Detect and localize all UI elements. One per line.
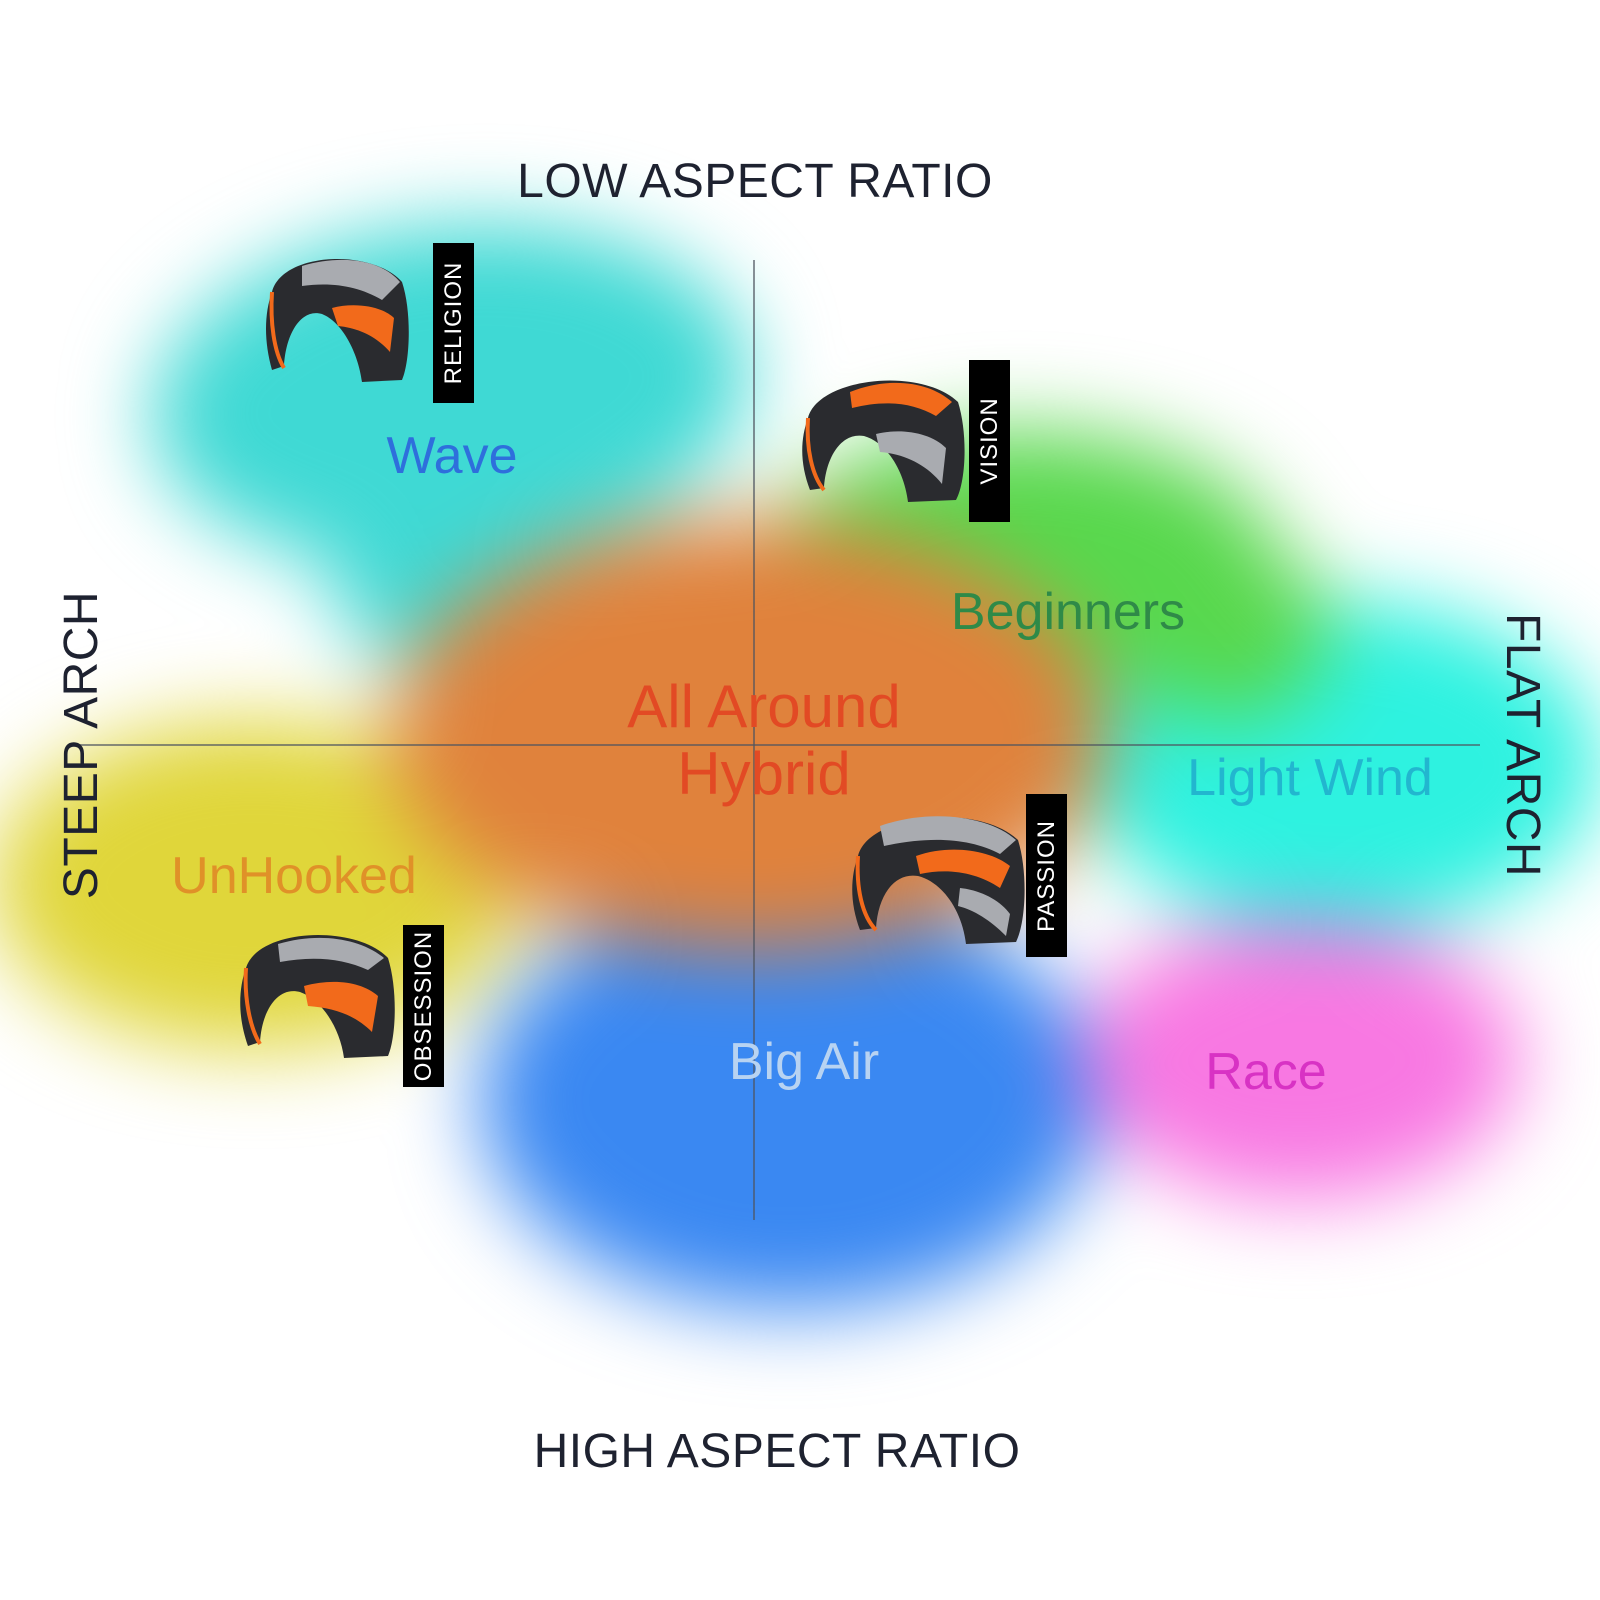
category-label-race: Race <box>1205 1042 1327 1101</box>
all-around-line-2: Hybrid <box>677 740 851 807</box>
kite-name-text: RELIGION <box>439 261 467 385</box>
category-label-unhooked: UnHooked <box>171 846 417 905</box>
kite-passion-image <box>850 808 1030 953</box>
kite-name-text: PASSION <box>1032 819 1060 932</box>
axis-label-left: STEEP ARCH <box>55 590 108 900</box>
kite-name-vision: VISION <box>969 360 1010 522</box>
kite-obsession-image <box>238 928 398 1068</box>
category-label-all-around: All Around Hybrid <box>627 673 901 807</box>
axis-label-right: FLAT ARCH <box>1496 612 1549 878</box>
all-around-line-1: All Around <box>627 672 901 740</box>
kite-religion-image <box>262 252 412 392</box>
kite-name-text: OBSESSION <box>409 930 437 1082</box>
vertical-axis-line <box>753 260 755 1220</box>
kite-name-passion: PASSION <box>1026 794 1067 957</box>
kite-name-text: VISION <box>975 397 1003 485</box>
category-label-beginners: Beginners <box>950 582 1186 641</box>
kite-icon <box>802 380 965 502</box>
kite-vision-image <box>800 372 970 512</box>
axis-label-top: LOW ASPECT RATIO <box>517 155 993 208</box>
axis-label-bottom: HIGH ASPECT RATIO <box>533 1425 1021 1478</box>
category-label-light-wind: Light Wind <box>1187 748 1433 807</box>
kite-icon <box>852 816 1025 944</box>
kite-icon <box>240 935 395 1058</box>
category-label-wave: Wave <box>386 426 518 485</box>
kite-name-religion: RELIGION <box>433 243 474 403</box>
big-air-zone <box>480 890 1100 1310</box>
beginners-zone-tail <box>1120 540 1330 720</box>
kite-icon <box>266 259 409 382</box>
category-label-big-air: Big Air <box>728 1032 880 1091</box>
race-zone <box>1080 920 1520 1200</box>
kite-name-obsession: OBSESSION <box>403 925 444 1087</box>
horizontal-axis-line <box>80 744 1480 746</box>
